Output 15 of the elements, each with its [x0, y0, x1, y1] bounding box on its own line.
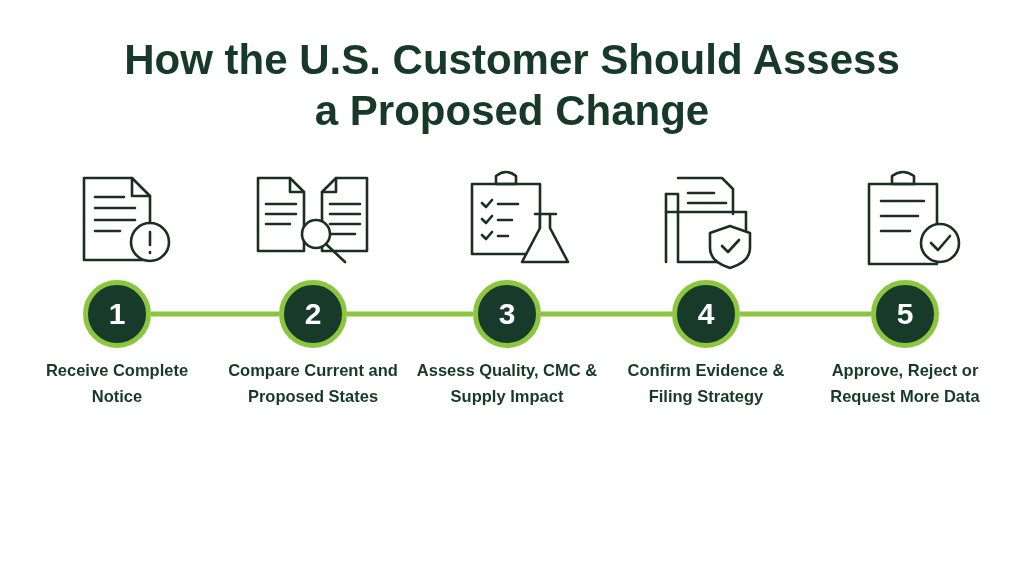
connector-line — [151, 311, 279, 317]
step-number-circle: 4 — [672, 280, 740, 348]
step-label: Approve, Reject or Request More Data — [829, 360, 981, 407]
step-number-circle: 1 — [83, 280, 151, 348]
step-number-circle: 2 — [279, 280, 347, 348]
step-number-circle: 5 — [871, 280, 939, 348]
step-label: Assess Quality, CMC & Supply Impact — [415, 360, 599, 407]
connector-line — [347, 311, 473, 317]
step-number-circle: 3 — [473, 280, 541, 348]
step-label: Receive Complete Notice — [44, 360, 190, 407]
step-label: Compare Current and Proposed States — [227, 360, 399, 407]
connector-line — [541, 311, 672, 317]
step-label: Confirm Evidence & Filing Strategy — [626, 360, 786, 407]
title: How the U.S. Customer Should Assess a Proposed Change — [123, 35, 901, 136]
connector-line — [740, 311, 871, 317]
